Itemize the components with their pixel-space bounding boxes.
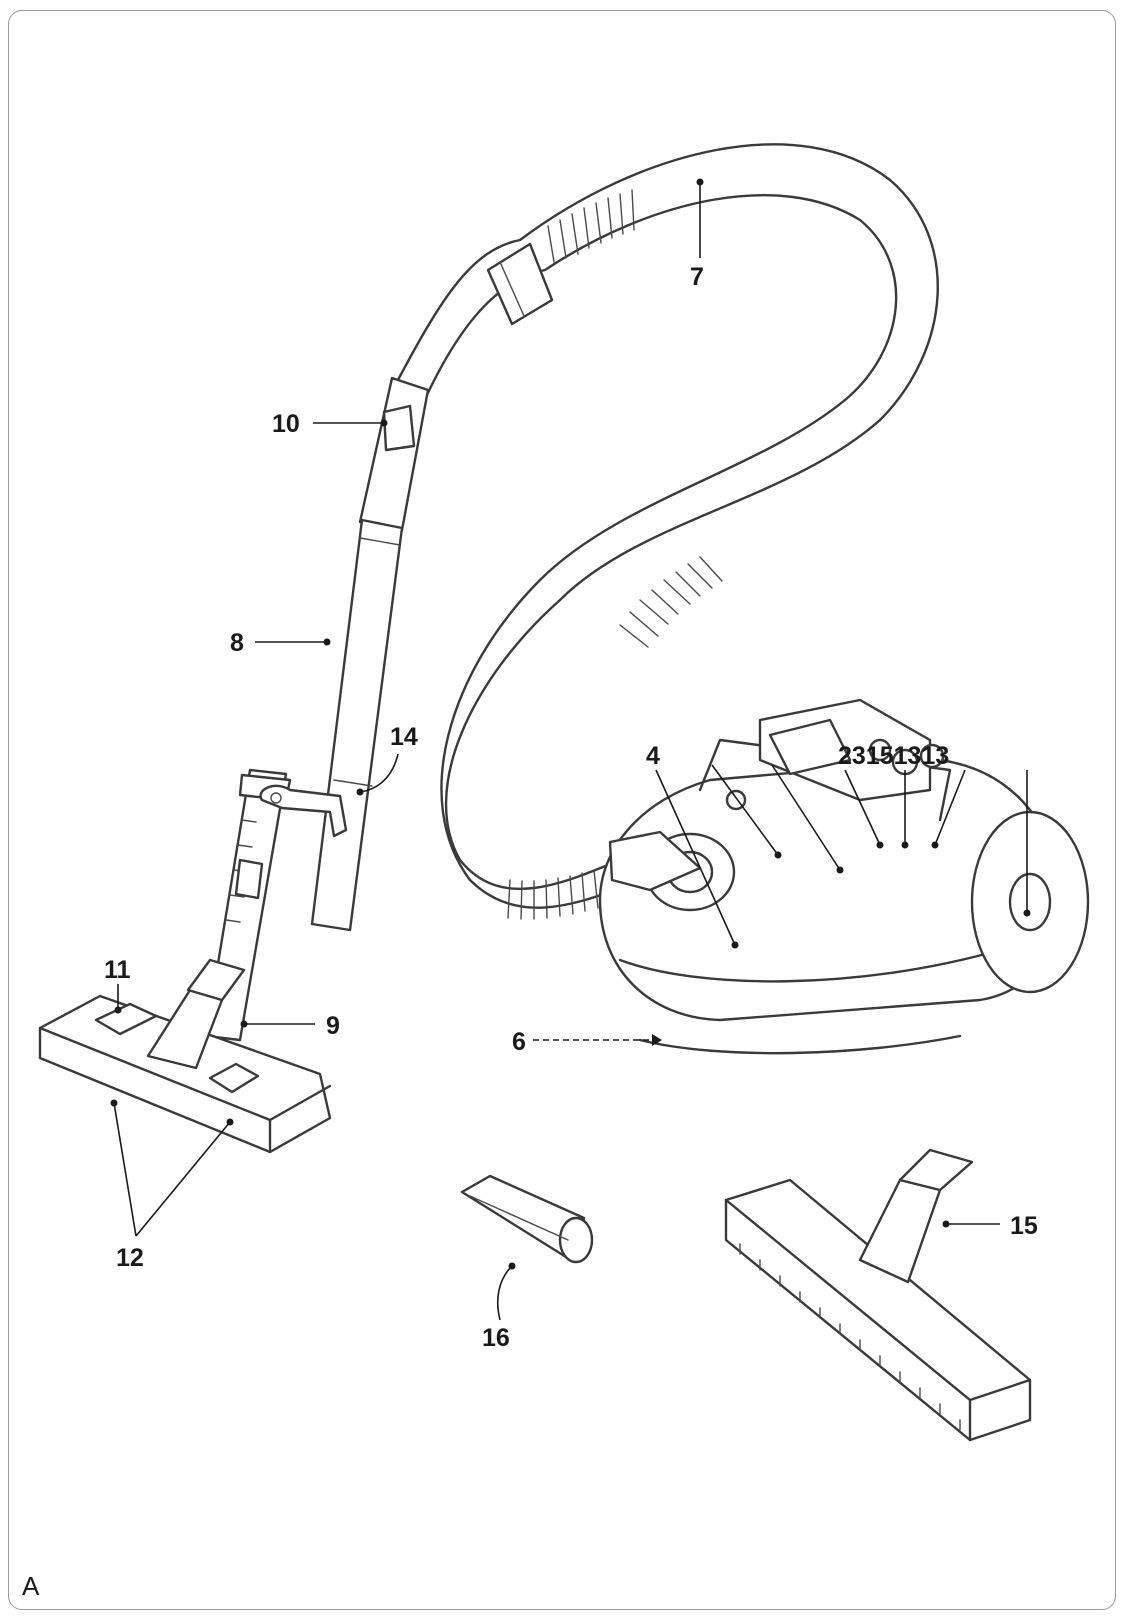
callout-lower-tube: 9 bbox=[326, 1012, 340, 1040]
callout-body-controls: 23151313 bbox=[838, 742, 949, 770]
crevice-tool bbox=[460, 1174, 594, 1264]
callout-body-part-4: 4 bbox=[646, 742, 660, 770]
parquet-brush bbox=[724, 1148, 1032, 1442]
callout-hose: 7 bbox=[690, 263, 704, 291]
vacuum-body bbox=[598, 698, 1090, 1055]
leader-lines bbox=[110, 178, 1031, 1321]
callout-upper-tube: 8 bbox=[230, 629, 244, 657]
callout-parquet-brush: 15 bbox=[1010, 1212, 1038, 1240]
hose-ribs-upper bbox=[547, 189, 635, 263]
callout-suction-control: 10 bbox=[272, 410, 300, 438]
callout-filter: 6 bbox=[512, 1028, 526, 1056]
hose-ribs-middle bbox=[619, 556, 723, 648]
callout-floor-nozzle: 11 bbox=[104, 956, 131, 984]
combination-floor-nozzle bbox=[38, 958, 332, 1154]
callout-nozzle-pedals: 12 bbox=[116, 1244, 144, 1272]
hose-ribs-lower bbox=[507, 869, 599, 920]
hose bbox=[388, 143, 939, 920]
brush-bristles bbox=[739, 1243, 961, 1431]
callouts: 7 10 8 14 4 23151313 11 9 6 12 16 15 bbox=[104, 263, 1038, 1352]
handle-and-tube bbox=[204, 376, 430, 1042]
figure-label: A bbox=[22, 1571, 40, 1601]
callout-crevice-tool: 16 bbox=[482, 1324, 510, 1352]
callout-tube-clip: 14 bbox=[390, 723, 418, 751]
figure-frame bbox=[8, 10, 1116, 1610]
